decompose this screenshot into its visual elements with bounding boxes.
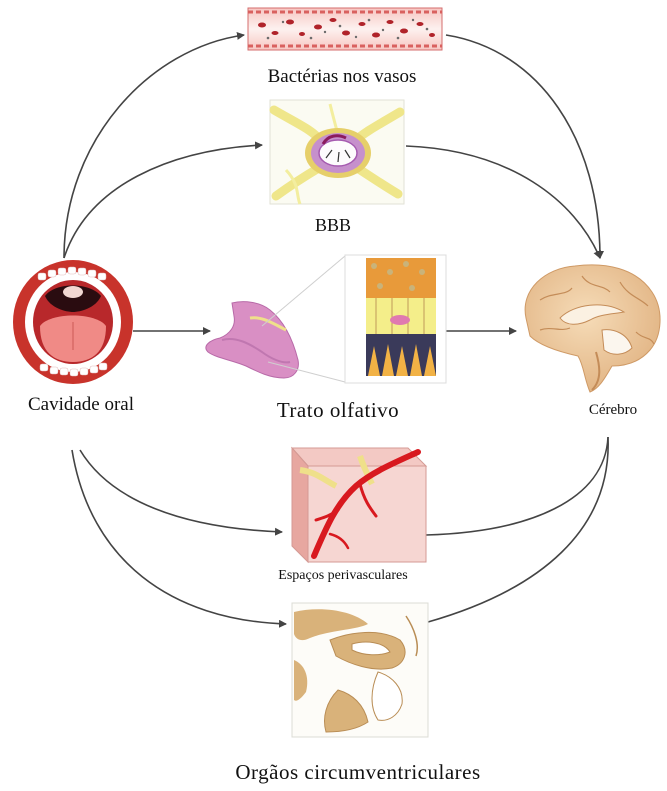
- nasal-cavity-illustration: [206, 256, 345, 382]
- brain-illustration: [525, 265, 660, 392]
- circumventricular-illustration: [292, 603, 428, 737]
- arrow-oral-to-bbb: [64, 145, 262, 258]
- arrow-cvo-to-brain: [428, 437, 608, 622]
- label-bacteria-in-vessels: Bactérias nos vasos: [268, 66, 417, 88]
- label-perivascular-spaces: Espaços perivasculares: [278, 568, 407, 584]
- label-circumventricular-organs: Orgãos circumventriculares: [235, 760, 480, 785]
- blood-vessel-illustration: [248, 8, 442, 50]
- arrow-perivascular-to-brain: [426, 437, 608, 535]
- perivascular-illustration: [292, 448, 426, 562]
- bbb-illustration: [270, 100, 404, 204]
- arrow-oral-to-cvo: [72, 450, 286, 624]
- label-brain: Cérebro: [589, 402, 637, 419]
- label-olfactory-tract: Trato olfativo: [277, 398, 399, 423]
- mouth-illustration: [13, 260, 133, 384]
- arrow-vessels-to-brain: [446, 35, 600, 258]
- arrow-oral-to-perivascular: [80, 450, 282, 532]
- label-oral-cavity: Cavidade oral: [28, 394, 134, 416]
- arrow-bbb-to-brain: [406, 146, 600, 258]
- olfactory-epithelium-illustration: [345, 255, 446, 383]
- label-bbb: BBB: [315, 215, 351, 236]
- arrow-oral-to-vessels: [64, 35, 244, 258]
